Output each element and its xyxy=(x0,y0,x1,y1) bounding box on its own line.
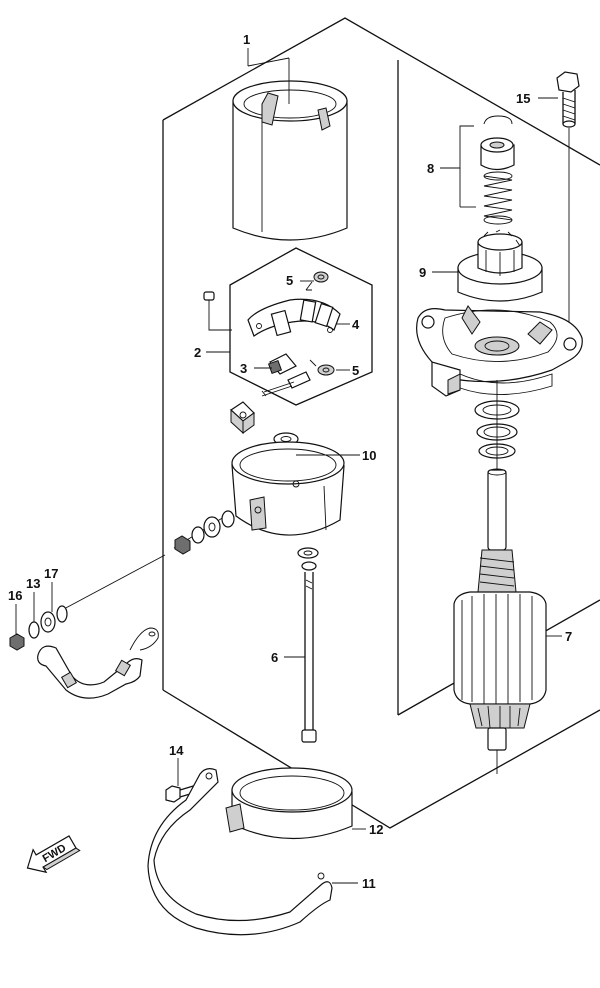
label-part-17: 17 xyxy=(44,566,58,581)
label-part-12: 12 xyxy=(369,822,383,837)
pinion-gear-part xyxy=(457,229,543,302)
front-housing-part xyxy=(416,305,583,397)
leader-lines xyxy=(15,48,562,884)
label-part-8: 8 xyxy=(427,161,434,176)
insulator-plate-part xyxy=(230,401,255,435)
yoke-housing-part xyxy=(232,80,348,241)
end-cap-part xyxy=(231,441,345,536)
label-part-1: 1 xyxy=(243,32,250,47)
label-part-13: 13 xyxy=(26,576,40,591)
label-part-11: 11 xyxy=(362,876,376,891)
mounting-bracket-part xyxy=(147,768,333,936)
label-part-15: 15 xyxy=(516,91,530,106)
label-part-5-upper: 5 xyxy=(286,273,293,288)
label-part-9: 9 xyxy=(419,265,426,280)
label-part-14: 14 xyxy=(169,743,184,758)
label-part-16: 16 xyxy=(8,588,22,603)
armature-part xyxy=(453,380,547,774)
label-part-4: 4 xyxy=(352,317,360,332)
label-part-6: 6 xyxy=(271,650,278,665)
label-part-2: 2 xyxy=(194,345,201,360)
label-part-5-lower: 5 xyxy=(352,363,359,378)
label-part-3: 3 xyxy=(240,361,247,376)
through-bolt-part xyxy=(297,547,319,743)
clamp-band-part xyxy=(225,767,353,840)
pinion-stop-set-part xyxy=(480,115,515,225)
label-part-10: 10 xyxy=(362,448,376,463)
terminal-hardware-row xyxy=(61,510,235,611)
bolt-part xyxy=(556,71,580,330)
lead-wire-part xyxy=(9,605,159,699)
forward-direction-arrow: FWD xyxy=(26,835,81,874)
brush-holder-part xyxy=(203,271,341,397)
label-part-7: 7 xyxy=(565,629,572,644)
part-labels: 1 2 3 4 5 5 6 7 8 9 10 11 12 13 14 15 16… xyxy=(8,32,572,891)
assembly-boundary xyxy=(162,17,600,829)
